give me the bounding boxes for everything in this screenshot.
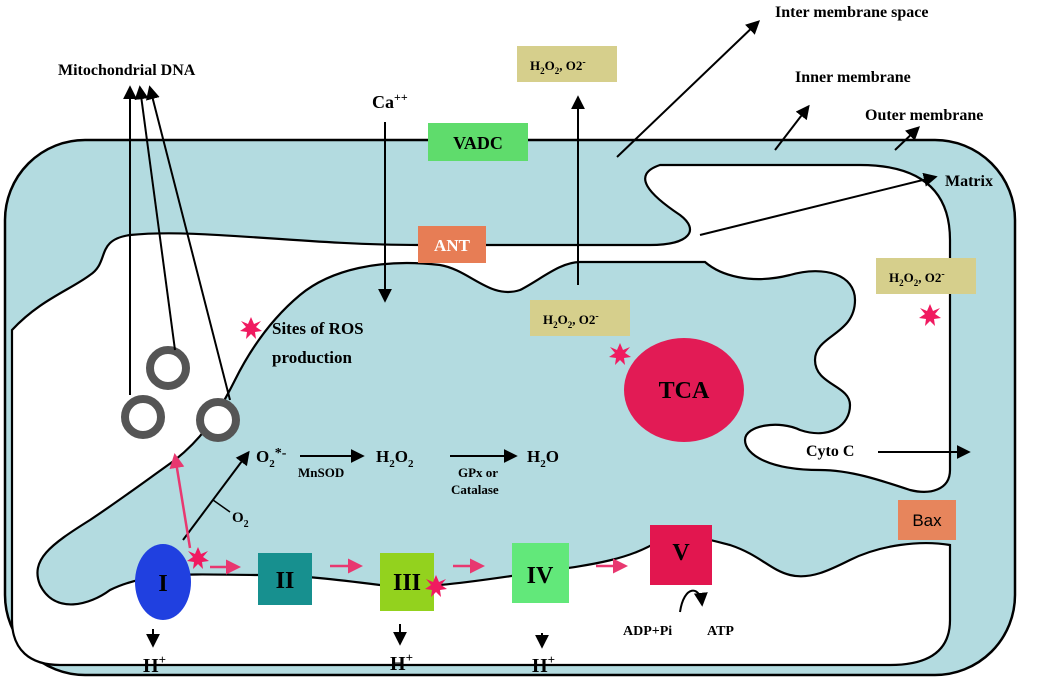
atp-label: ATP: [707, 624, 734, 639]
complex-iv-label: IV: [527, 563, 554, 589]
vadc-label: VADC: [453, 133, 503, 153]
inner-membrane-arrow: [774, 104, 810, 151]
cyto-c-label: Cyto C: [806, 443, 854, 460]
complex-v: [650, 525, 712, 585]
mito-dna-label: Mitochondrial DNA: [58, 62, 196, 79]
ant-label: ANT: [434, 236, 471, 255]
tca-label: TCA: [659, 378, 710, 404]
inner-membrane-label: Inner membrane: [795, 69, 911, 86]
vadc-box: [428, 123, 528, 161]
complex-ii-label: II: [276, 568, 295, 594]
complex-iv: [512, 543, 569, 603]
ros-box-right-label: H2O2, O2-: [889, 269, 945, 288]
superoxide-label: O2*-: [256, 446, 287, 470]
outer-membrane-arrow: [894, 126, 921, 151]
ros-box-middle: [530, 300, 630, 336]
adp-label: ADP+Pi: [623, 624, 672, 639]
proton-pump-3: H+: [532, 633, 555, 677]
matrix-label: Matrix: [945, 173, 993, 190]
ros-box-top: [517, 46, 617, 82]
complex-iii: [380, 553, 434, 611]
ros-box-middle-label: H2O2, O2-: [543, 311, 599, 330]
pink-arrow-to-dna: [169, 453, 192, 549]
complex-ii: [258, 553, 312, 605]
mtdna-arrows: [123, 85, 231, 401]
calcium-label: Ca++: [372, 90, 408, 112]
tca-cycle: [624, 338, 744, 442]
o2-in-label: O2: [232, 510, 249, 530]
proton-pump-2: H+: [390, 624, 413, 675]
o2-arrow: [182, 450, 250, 541]
atp-arrow: [679, 589, 708, 613]
svg-text:H+: H+: [390, 650, 413, 675]
ros-box-right: [876, 258, 976, 294]
mtdna-circles: [121, 346, 240, 442]
complex-i: [135, 544, 191, 620]
gpx-label-line2: Catalase: [451, 482, 499, 497]
gpx-label-line1: GPx or: [458, 465, 498, 480]
ros-box-top-label: H2O2, O2-: [530, 57, 586, 76]
h2o-label: H2O: [527, 447, 559, 470]
complex-i-label: I: [158, 571, 167, 597]
svg-text:H+: H+: [143, 652, 166, 677]
mnsod-label: MnSOD: [298, 465, 344, 480]
o2-tick: [212, 499, 231, 513]
complex-v-label: V: [672, 540, 690, 566]
matrix-arrow: [699, 172, 938, 236]
ros-legend-line2: production: [272, 348, 353, 367]
svg-text:H+: H+: [532, 652, 555, 677]
ant-box: [418, 226, 486, 263]
proton-pump-1: H+: [143, 629, 166, 677]
inter-membrane-arrow: [616, 20, 761, 158]
ros-legend-line1: Sites of ROS: [272, 319, 364, 338]
outer-membrane-label: Outer membrane: [865, 107, 983, 124]
bax-box: [898, 500, 956, 540]
inter-membrane-label: Inter membrane space: [775, 4, 928, 21]
complex-iii-label: III: [393, 570, 421, 596]
bax-label: Bax: [912, 511, 942, 530]
h2o2-label: H2O2: [376, 447, 414, 470]
